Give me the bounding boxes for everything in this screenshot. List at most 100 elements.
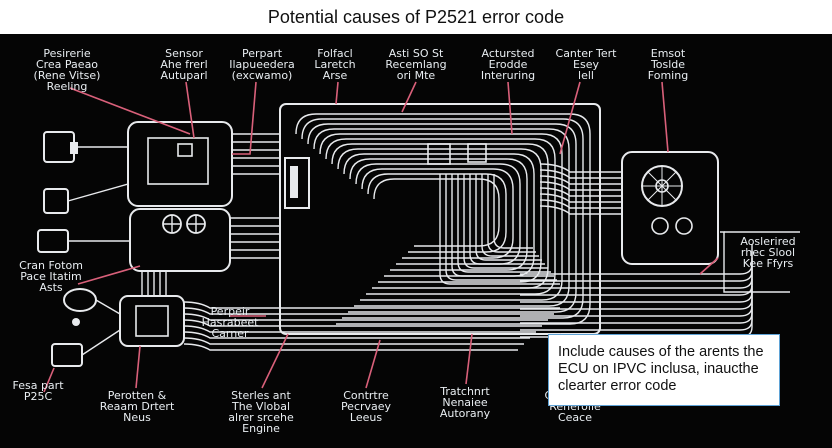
- lower-module: [119, 295, 185, 347]
- sensor-pin: [177, 143, 193, 157]
- leader-line-8: [661, 81, 669, 153]
- lower-module-plug: [135, 305, 169, 337]
- leader-line-14: [261, 333, 289, 389]
- label-top-7: Canter Tert Esey lell: [555, 47, 617, 82]
- wire-bottom: [183, 307, 554, 315]
- wire-bundle: [67, 113, 800, 356]
- connector-block-2: [467, 143, 487, 163]
- actuator-module: [621, 151, 719, 265]
- wire-loop: [319, 133, 563, 301]
- leader-line-10: [43, 367, 55, 393]
- oval-sensor: [63, 288, 97, 312]
- leader-lines: [43, 81, 719, 393]
- wire-bottom: [183, 343, 518, 351]
- wire-vertical: [463, 174, 548, 269]
- wire-right: [539, 205, 622, 215]
- label-left-2: Fesa part P25C: [12, 379, 64, 403]
- left-connector-1-cap: [70, 142, 78, 154]
- diagram-title: Potential causes of P2521 error code: [267, 6, 565, 27]
- wire-right: [539, 169, 622, 179]
- wire-vertical: [475, 174, 542, 261]
- wire-right: [539, 193, 622, 203]
- wire-loop: [367, 173, 507, 253]
- wire-bottom: [183, 319, 542, 327]
- wire-right-box: [720, 231, 790, 293]
- wire-loop: [349, 158, 528, 271]
- small-disc: [72, 318, 80, 326]
- leader-line-16: [465, 333, 473, 385]
- label-bottom-4: Tratchnrt Nenaiee Autorany: [439, 385, 491, 420]
- wire-vertical: [487, 174, 536, 253]
- wire-loop: [295, 113, 591, 325]
- leader-line-4: [335, 81, 339, 105]
- wire-right: [539, 199, 622, 209]
- wire-right: [539, 163, 622, 173]
- wire-loop: [325, 138, 556, 295]
- note-callout: Include causes of the arents the ECU on …: [548, 334, 780, 406]
- actuator-fan-blades: [642, 166, 682, 206]
- wire-bottom: [183, 301, 560, 309]
- wire-connector-2: [67, 183, 129, 202]
- wire-right: [539, 181, 622, 191]
- actuator-knob: [651, 217, 669, 235]
- wire-loop: [301, 118, 584, 319]
- relay-block: [284, 157, 310, 209]
- wire-vertical: [439, 174, 560, 285]
- wire-vertical: [469, 174, 545, 265]
- fan-module: [129, 208, 231, 272]
- label-top-5: Asti SO St Recemlang ori Mte: [385, 47, 447, 82]
- leader-line-13: [135, 345, 141, 389]
- diagram-canvas: Pesirerie Crea Paeao (Rene Vitse) Reelin…: [0, 34, 832, 448]
- wire-vertical: [493, 174, 533, 249]
- fuse-slot: [290, 166, 298, 198]
- wire-oval: [95, 299, 121, 315]
- left-connector-3: [37, 229, 69, 253]
- leader-line-5: [401, 81, 417, 113]
- wiring-diagram: [37, 81, 800, 393]
- wire-connector-4: [81, 329, 121, 356]
- sensor-plug: [147, 137, 209, 185]
- leader-line-15: [365, 339, 381, 389]
- wire-vertical: [481, 174, 539, 257]
- wire-bottom: [183, 331, 530, 339]
- wire-vertical: [457, 174, 551, 273]
- wire-bottom: [183, 313, 548, 321]
- leader-line-12: [699, 257, 719, 275]
- title-bar: Potential causes of P2521 error code: [0, 0, 832, 34]
- label-top-8: Emsot Toslde Foming: [647, 47, 689, 82]
- wire-loop: [373, 178, 500, 247]
- leader-line-6: [507, 81, 513, 135]
- leader-line-3: [232, 81, 257, 155]
- label-bottom-1: Perotten & Reaam Drtert Neus: [99, 389, 175, 424]
- label-mid-1: Perpeir Hasrabeet Carner: [201, 305, 259, 340]
- fan-blades: [163, 215, 205, 233]
- wire-bottom: [183, 325, 536, 333]
- leader-line-2: [185, 81, 195, 139]
- label-right-1: Aoslerired rhec Slool Kee Ffyrs: [740, 235, 796, 270]
- wire-bottom-right: [520, 300, 753, 331]
- left-connector-2: [43, 188, 69, 214]
- wire-loop: [337, 148, 542, 283]
- wire-vertical: [451, 174, 554, 277]
- leader-line-1: [69, 87, 191, 135]
- label-top-3: Perpart Ilapueedera (excwamo): [229, 47, 295, 82]
- label-bottom-3: Contrtre Pecrvaey Leeus: [340, 389, 392, 424]
- leader-line-9: [77, 265, 141, 285]
- label-top-1: Pesirerie Crea Paeao (Rene Vitse) Reelin…: [33, 47, 101, 93]
- wire-right: [539, 187, 622, 197]
- leader-line-7: [559, 81, 581, 155]
- label-left-1: Cran Fotom Pace Itatim Asts: [19, 259, 83, 294]
- wire-bottom: [183, 337, 524, 345]
- label-top-2: Sensor Ahe frerl Autuparl: [160, 47, 208, 82]
- label-top-4: Folfacl Laretch Arse: [314, 47, 356, 82]
- wire-vertical: [445, 174, 557, 281]
- left-connector-4: [51, 343, 83, 367]
- main-module: [279, 103, 601, 335]
- wire-loop: [307, 123, 577, 313]
- left-connector-1: [43, 131, 75, 163]
- label-top-6: Actursted Erodde Interuring: [480, 47, 536, 82]
- sensor-module: [127, 121, 233, 207]
- wire-right: [539, 175, 622, 185]
- actuator-knob-2: [675, 217, 693, 235]
